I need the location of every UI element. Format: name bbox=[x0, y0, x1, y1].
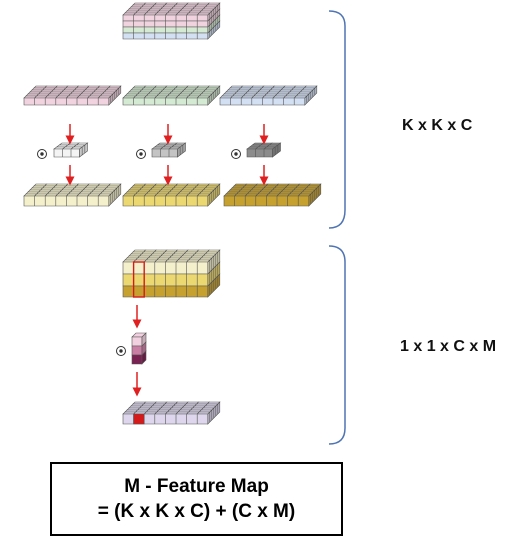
dot-operator-icon bbox=[231, 149, 241, 159]
pointwise-cost-label: 1 x 1 x C x M bbox=[400, 338, 497, 355]
formula-title: M - Feature Map bbox=[124, 476, 269, 497]
depthwise-kernel-1 bbox=[53, 142, 89, 158]
depthwise-output-3 bbox=[223, 183, 322, 207]
formula-equation: = (K x K x C) + (C x M) bbox=[97, 501, 296, 522]
channel-input-2 bbox=[122, 85, 221, 106]
flow-arrows bbox=[65, 124, 269, 397]
input-tensor bbox=[122, 2, 221, 40]
dot-operator-icon bbox=[116, 346, 126, 356]
channel-input-1 bbox=[23, 85, 122, 106]
pointwise-kernel bbox=[131, 332, 147, 365]
channel-input-3 bbox=[219, 85, 318, 106]
depthwise-output-2 bbox=[122, 183, 221, 207]
output-feature-map bbox=[122, 401, 221, 425]
formula-box: M - Feature Map = (K x K x C) + (C x M) bbox=[50, 462, 343, 536]
depthwise-cost-label: K x K x C bbox=[402, 117, 473, 134]
stacked-feature-maps bbox=[122, 249, 221, 298]
depthwise-kernel-3 bbox=[246, 142, 282, 158]
dot-operator-icon bbox=[136, 149, 146, 159]
depthwise-brace bbox=[328, 10, 346, 229]
depthwise-kernel-2 bbox=[151, 142, 187, 158]
pointwise-column-highlight bbox=[132, 261, 145, 298]
dot-operator-icon bbox=[37, 149, 47, 159]
pointwise-brace bbox=[328, 245, 346, 445]
depthwise-output-1 bbox=[23, 183, 122, 207]
operator-symbols bbox=[37, 149, 241, 356]
